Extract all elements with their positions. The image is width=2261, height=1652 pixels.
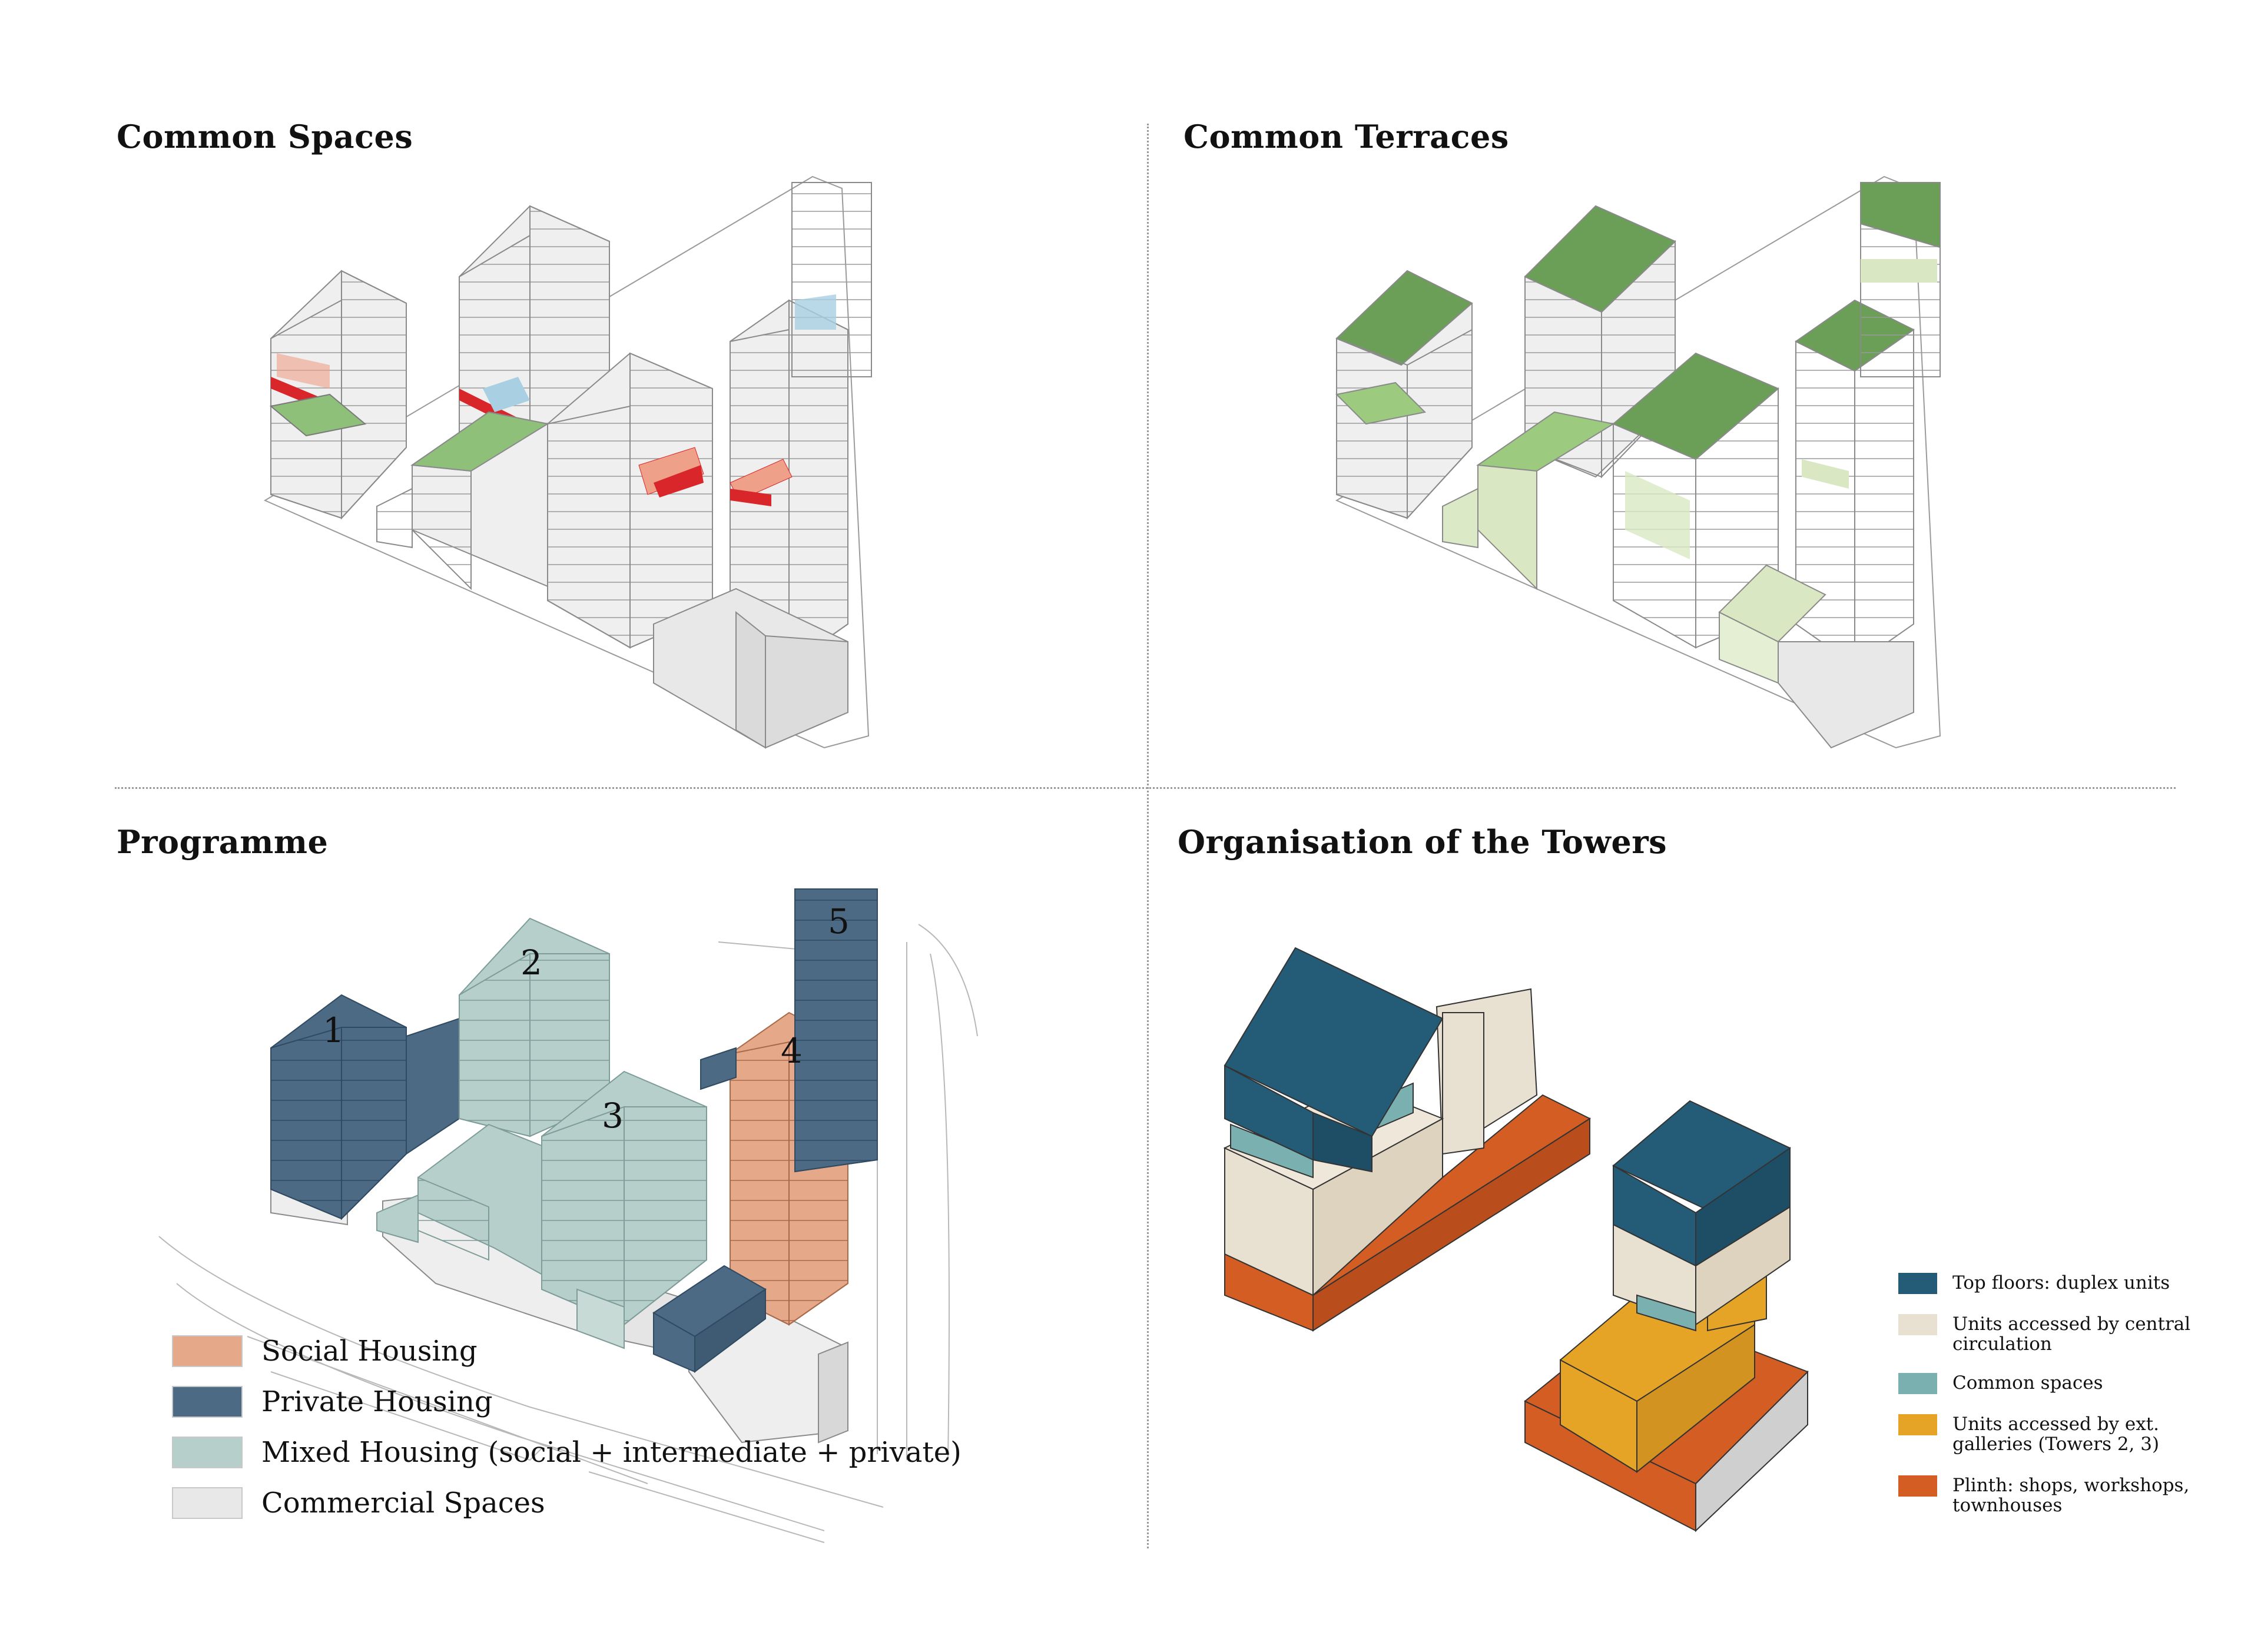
plinth-label: Plinth: shops, workshops, townhouses: [1952, 1475, 2190, 1516]
legend-social-housing: Social Housing: [172, 1335, 478, 1367]
programme-title: Programme: [117, 823, 329, 861]
legend-duplex-units: Top floors: duplex units: [1898, 1273, 2200, 1294]
commercial-spaces-label: Commercial Spaces: [261, 1487, 545, 1520]
mixed-housing-label: Mixed Housing (social + intermediate + p…: [261, 1436, 962, 1469]
common-spaces-label: Common spaces: [1952, 1372, 2103, 1394]
legend-ext-galleries: Units accessed by ext. galleries (Towers…: [1898, 1414, 2200, 1454]
tower-1-label: 1: [323, 1010, 344, 1050]
ext-galleries-label: Units accessed by ext. galleries (Towers…: [1952, 1414, 2160, 1455]
legend-central-circulation: Units accessed by central circulation: [1898, 1314, 2200, 1354]
social-housing-label: Social Housing: [261, 1335, 478, 1368]
legend-plinth: Plinth: shops, workshops, townhouses: [1898, 1475, 2200, 1515]
common-spaces-swatch: [1898, 1373, 1937, 1394]
tower-2-label: 2: [521, 943, 542, 983]
ext-galleries-swatch: [1898, 1414, 1937, 1435]
legend-mixed-housing: Mixed Housing (social + intermediate + p…: [172, 1437, 962, 1468]
central-circulation-swatch: [1898, 1314, 1937, 1335]
tower-5-label: 5: [828, 901, 850, 941]
duplex-units-swatch: [1898, 1273, 1937, 1294]
tower-3-label: 3: [602, 1096, 624, 1136]
common-terraces-title: Common Terraces: [1183, 118, 1509, 155]
duplex-units-label: Top floors: duplex units: [1952, 1272, 2170, 1293]
mixed-housing-swatch: [172, 1437, 243, 1468]
private-housing-label: Private Housing: [261, 1385, 493, 1418]
tower-4-label: 4: [781, 1031, 803, 1071]
vertical-divider: [1147, 124, 1149, 1548]
private-housing-swatch: [172, 1386, 243, 1418]
horizontal-divider: [115, 787, 2176, 789]
social-housing-swatch: [172, 1335, 243, 1367]
common-spaces-title: Common Spaces: [117, 118, 413, 155]
legend-common-spaces: Common spaces: [1898, 1373, 2200, 1394]
legend-commercial-spaces: Commercial Spaces: [172, 1487, 545, 1519]
commercial-spaces-swatch: [172, 1487, 243, 1519]
legend-private-housing: Private Housing: [172, 1386, 493, 1418]
plinth-swatch: [1898, 1475, 1937, 1497]
organisation-title: Organisation of the Towers: [1178, 823, 1667, 861]
central-circulation-label: Units accessed by central circulation: [1952, 1313, 2191, 1355]
